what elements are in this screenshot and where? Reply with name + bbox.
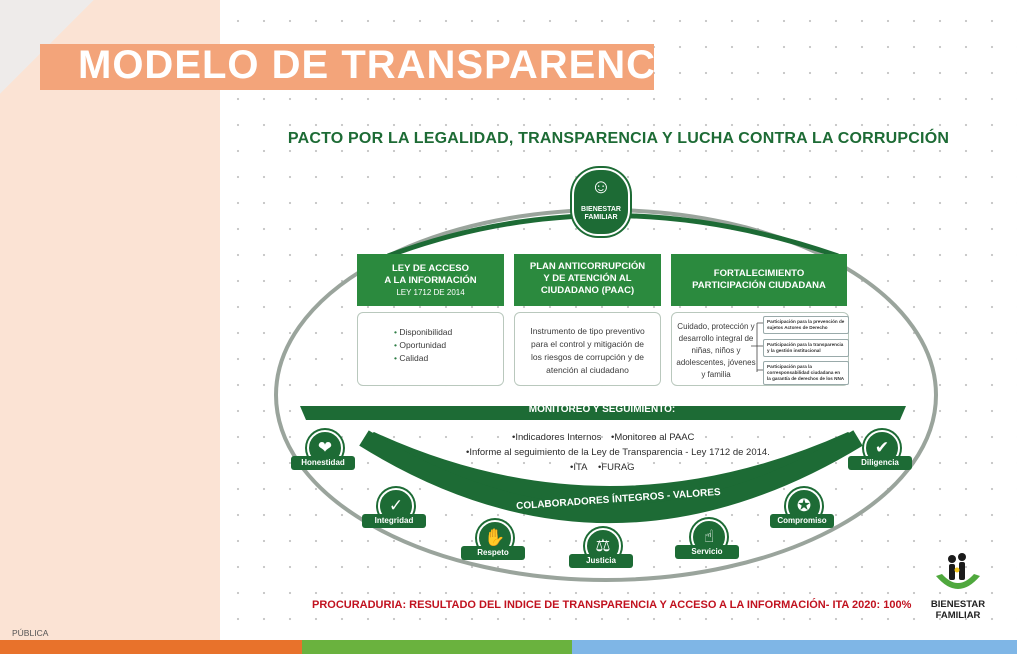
monitoring-band (300, 406, 906, 420)
footer-bar-green (302, 640, 572, 654)
pillar-3-header (671, 254, 847, 306)
center-logo-line2: FAMILIAR (584, 214, 618, 221)
bienestar-familiar-logo-icon (936, 553, 980, 589)
list-item: Disponibilidad (394, 326, 503, 339)
participation-item: Participación para la corresponsabilidad… (763, 361, 849, 385)
footer-bar-blue (572, 640, 1017, 654)
value-label: Justicia (569, 554, 633, 568)
list-item: Oportunidad (394, 339, 503, 352)
value-respeto: ✋ Respeto (459, 520, 529, 564)
value-label: Integridad (362, 514, 426, 528)
value-label: Respeto (461, 546, 525, 560)
center-logo-line1: BIENESTAR (581, 206, 621, 213)
pillar-2-title: PLAN ANTICORRUPCIÓN Y DE ATENCIÓN AL CIU… (529, 261, 646, 296)
bienestar-familiar-logo: BIENESTAR FAMILIAR (928, 550, 988, 624)
participation-item: Participación para la prevención de suje… (763, 316, 849, 334)
value-diligencia: ✔ Diligencia (846, 430, 916, 474)
value-honestidad: ❤ Honestidad (289, 430, 359, 474)
ita-result-note: PROCURADURIA: RESULTADO DEL INDICE DE TR… (312, 599, 912, 611)
list-item: Calidad (394, 352, 503, 365)
monitoring-item: •Indicadores Internos (512, 432, 602, 443)
value-label: Diligencia (848, 456, 912, 470)
monitoring-item: •Informe al seguimiento de la Ley de Tra… (466, 447, 770, 458)
pillar-1-body: Disponibilidad Oportunidad Calidad (357, 312, 504, 386)
title-band (40, 44, 654, 90)
pillar-3-description: Cuidado, protección y desarrollo integra… (676, 322, 756, 379)
participation-item: Participación para la transparencia y la… (763, 339, 849, 357)
bienestar-familiar-center-logo: ☺ BIENESTAR FAMILIAR (572, 168, 630, 236)
pillar-1-subtitle: LEY 1712 DE 2014 (396, 288, 465, 297)
slide-title: MODELO DE TRANSPARENCIA (78, 43, 699, 87)
value-label: Honestidad (291, 456, 355, 470)
value-justicia: ⚖ Justicia (567, 528, 637, 572)
pillar-2-description: Instrumento de tipo preventivo para el c… (530, 326, 645, 375)
monitoring-item: •FURAG (598, 462, 635, 473)
pillar-1-title: LEY DE ACCESO A LA INFORMACIÓN LEY 1712 … (357, 263, 504, 299)
value-label: Servicio (675, 545, 739, 559)
pillar-2-body: Instrumento de tipo preventivo para el c… (514, 312, 661, 386)
family-hands-icon: ☺ (590, 176, 612, 198)
pillar-1-header (357, 254, 504, 306)
monitoring-item: •ITA (570, 462, 588, 473)
value-label: Compromiso (770, 514, 834, 528)
value-servicio: ☝ Servicio (673, 519, 743, 563)
value-compromiso: ✪ Compromiso (768, 488, 838, 532)
monitoring-title: MONITOREO Y SEGUIMIENTO: (528, 404, 676, 415)
footer-bar-orange (0, 640, 302, 654)
pillar-3-title: FORTALECIMIENTO PARTICIPACIÓN CIUDADANA (692, 268, 826, 291)
pillar-2-header (514, 254, 661, 306)
classification-label: PÚBLICA (12, 628, 49, 638)
monitoring-item: •Monitoreo al PAAC (611, 432, 695, 443)
diagram-heading: PACTO POR LA LEGALIDAD, TRANSPARENCIA Y … (287, 130, 950, 147)
brand-line2: FAMILIAR (935, 610, 981, 621)
collaborators-band (359, 430, 863, 523)
value-integridad: ✓ Integridad (360, 488, 430, 532)
brand-line1: BIENESTAR (930, 599, 986, 610)
